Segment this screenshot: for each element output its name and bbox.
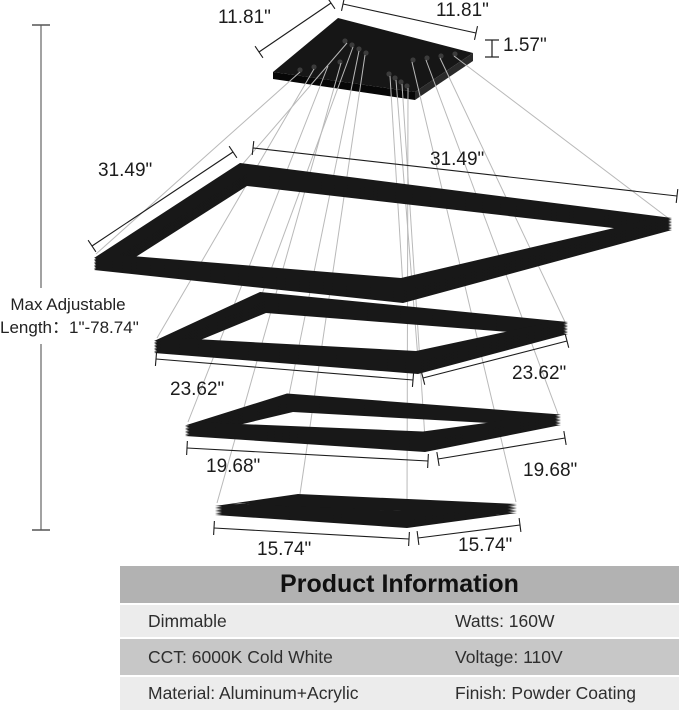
dimension-lines xyxy=(32,0,679,547)
dim-label-ring4-left: 15.74" xyxy=(257,539,312,560)
dim-label-ring2-left: 23.62" xyxy=(170,379,225,400)
chandelier-figure xyxy=(32,0,679,547)
dim-label-canopy-right: 11.81" xyxy=(436,0,489,21)
spec-voltage: Voltage: 110V xyxy=(455,646,563,667)
dim-label-canopy-left: 11.81" xyxy=(218,7,271,28)
dim-label-ring3-right: 19.68" xyxy=(523,460,578,481)
dim-label-ring1-right: 31.49" xyxy=(430,149,485,170)
max-adjustable-label: Max Adjustable Length：1"-78.74" xyxy=(0,293,139,339)
table-row: Material: Aluminum+Acrylic Finish: Powde… xyxy=(120,677,679,710)
table-row: Dimmable Watts: 160W xyxy=(120,605,679,637)
dim-label-ring3-left: 19.68" xyxy=(206,456,261,477)
light-rings xyxy=(94,163,672,528)
table-row: CCT: 6000K Cold White Voltage: 110V xyxy=(120,639,679,675)
max-adjustable-line1: Max Adjustable xyxy=(10,295,126,314)
dim-label-ring4-right: 15.74" xyxy=(458,535,513,556)
canopy-plate xyxy=(273,18,473,100)
table-title: Product Information xyxy=(120,566,679,603)
spec-watts: Watts: 160W xyxy=(455,610,555,631)
dim-label-canopy-height: 1.57" xyxy=(503,35,547,56)
spec-material: Material: Aluminum+Acrylic xyxy=(148,683,359,703)
spec-dimmable: Dimmable xyxy=(148,610,227,631)
dim-label-ring1-left: 31.49" xyxy=(98,160,153,181)
spec-finish: Finish: Powder Coating xyxy=(455,683,636,703)
dim-label-ring2-right: 23.62" xyxy=(512,363,567,384)
product-info-table: Product Information Dimmable Watts: 160W… xyxy=(120,566,679,710)
spec-cct: CCT: 6000K Cold White xyxy=(148,646,333,667)
max-adjustable-line2: Length：1"-78.74" xyxy=(0,318,139,337)
